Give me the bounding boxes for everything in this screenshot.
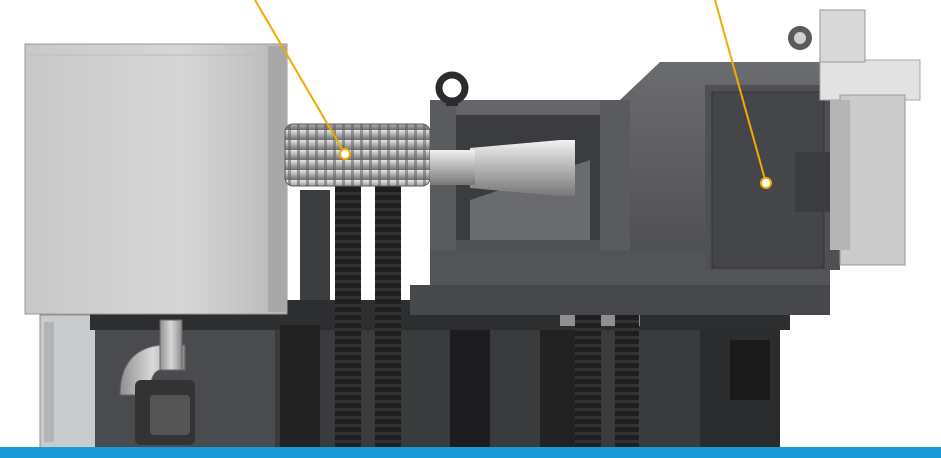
callout-marker-ball-screw <box>339 148 351 160</box>
coolant-pipe <box>119 319 195 445</box>
footer-accent-bar <box>0 447 941 458</box>
lifting-eye <box>435 71 469 106</box>
tie-rod <box>430 140 575 196</box>
callout-marker-platen <box>760 177 772 189</box>
moving-platen <box>705 9 921 270</box>
motor-housing <box>24 43 288 315</box>
callout-lines <box>254 0 772 189</box>
